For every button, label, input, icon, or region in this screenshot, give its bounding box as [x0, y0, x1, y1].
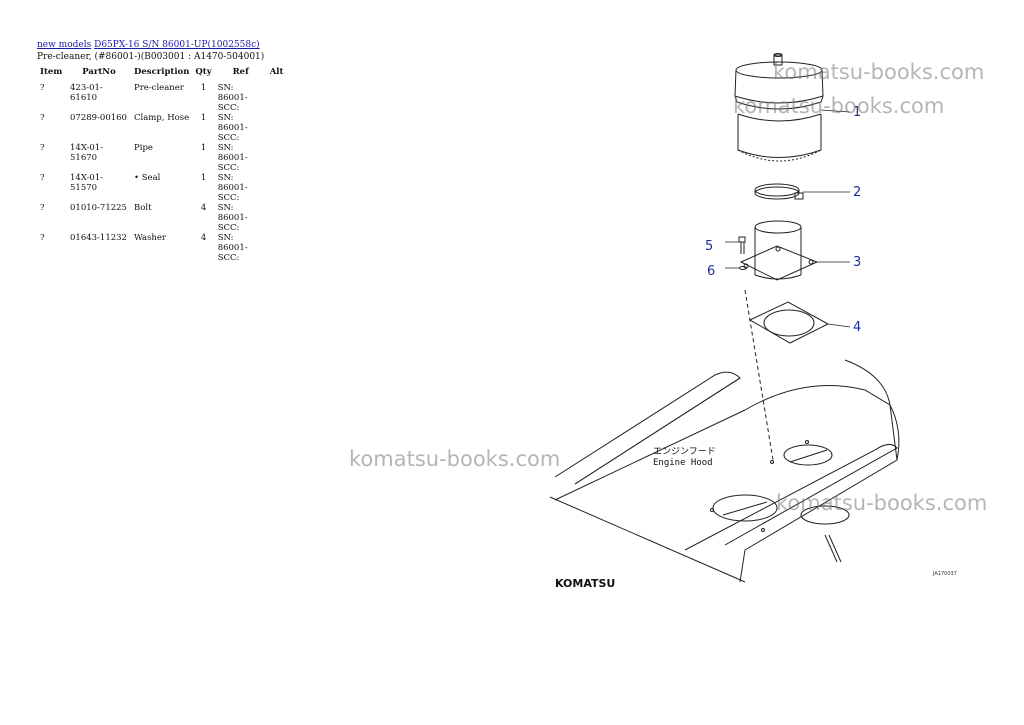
cell-ref: SN: 86001-SCC:	[215, 173, 267, 203]
cell-partno: 01643-11232	[70, 233, 127, 243]
callout-5: 5	[705, 239, 713, 254]
callout-1: 1	[853, 105, 861, 120]
engine-hood-illustration	[549, 359, 900, 583]
cell-ref: SN: 86001-SCC:	[215, 143, 267, 173]
table-row: ? 423-01-61610 Pre-cleaner 1 SN: 86001-S…	[37, 83, 286, 113]
table-row: ? 14X-01-51670 Pipe 1 SN: 86001-SCC:	[37, 143, 286, 173]
watermark: komatsu-books.com	[733, 94, 945, 118]
cell-alt	[267, 233, 287, 263]
watermark: komatsu-books.com	[776, 491, 988, 515]
ref-sn: SN: 86001-	[217, 143, 248, 163]
cell-item: ?	[40, 83, 45, 93]
cell-partno: 14X-01-51670	[70, 143, 104, 163]
ref-scc: SCC:	[217, 253, 240, 263]
cell-qty: 1	[200, 143, 207, 153]
ref-scc: SCC:	[217, 133, 240, 143]
breadcrumb-link-new-models[interactable]: new models	[37, 40, 92, 50]
cell-alt	[267, 83, 287, 113]
page-subtitle: Pre-cleaner, (#86001-)(B003001 : A1470-5…	[37, 52, 265, 62]
callout-3: 3	[853, 255, 861, 270]
cell-alt	[267, 113, 287, 143]
col-qty: Qty	[195, 67, 212, 77]
cell-qty: 1	[200, 83, 207, 93]
cell-partno: 14X-01-51570	[70, 173, 104, 193]
table-row: ? 14X-01-51570 • Seal 1 SN: 86001-SCC:	[37, 173, 286, 203]
clamp-illustration	[754, 183, 804, 200]
cell-ref: SN: 86001-SCC:	[215, 83, 267, 113]
breadcrumb: new models D65PX-16 S/N 86001-UP(1002558…	[37, 40, 260, 50]
table-row: ? 01010-71225 Bolt 4 SN: 86001-SCC:	[37, 203, 286, 233]
col-description: Description	[134, 67, 190, 77]
cell-description: Pipe	[134, 143, 153, 153]
breadcrumb-link-model[interactable]: D65PX-16 S/N 86001-UP(1002558c)	[94, 40, 260, 50]
ref-sn: SN: 86001-	[217, 233, 248, 253]
cell-item: ?	[40, 143, 45, 153]
ref-scc: SCC:	[217, 163, 240, 173]
pre-cleaner-illustration	[734, 53, 824, 162]
watermark: komatsu-books.com	[773, 60, 985, 84]
cell-description: Clamp, Hose	[134, 113, 190, 123]
cell-ref: SN: 86001-SCC:	[215, 113, 267, 143]
cell-description: Bolt	[134, 203, 152, 213]
cell-description: Washer	[134, 233, 166, 243]
callout-6: 6	[707, 264, 715, 279]
cell-partno: 423-01-61610	[70, 83, 103, 103]
table-row: ? 01643-11232 Washer 4 SN: 86001-SCC:	[37, 233, 286, 263]
cell-description: Pre-cleaner	[134, 83, 184, 93]
cell-qty: 4	[200, 233, 207, 243]
callout-2: 2	[853, 185, 861, 200]
watermark: komatsu-books.com	[349, 447, 561, 471]
cell-partno: 07289-00160	[70, 113, 127, 123]
ref-sn: SN: 86001-	[217, 113, 248, 133]
parts-diagram: 1 2 3 4 5 6 エンジンフード Engine Hood KOMATSU …	[549, 53, 957, 590]
callout-4: 4	[853, 320, 861, 335]
cell-description: • Seal	[134, 173, 161, 183]
cell-item: ?	[40, 173, 45, 183]
ref-scc: SCC:	[217, 193, 240, 203]
col-ref: Ref	[232, 67, 249, 77]
ref-scc: SCC:	[217, 103, 240, 113]
cell-qty: 4	[200, 203, 207, 213]
parts-table: Item PartNo Description Qty Ref Alt ? 42…	[37, 66, 286, 263]
cell-alt	[267, 203, 287, 233]
komatsu-logo: KOMATSU	[555, 577, 615, 590]
seal-illustration	[748, 301, 830, 344]
ref-scc: SCC:	[217, 223, 240, 233]
cell-ref: SN: 86001-SCC:	[215, 203, 267, 233]
ref-sn: SN: 86001-	[217, 203, 248, 223]
cell-qty: 1	[200, 173, 207, 183]
col-item: Item	[40, 67, 63, 77]
diagram-code: JA170037	[932, 571, 957, 577]
col-partno: PartNo	[82, 67, 116, 77]
cell-ref: SN: 86001-SCC:	[215, 233, 267, 263]
cell-item: ?	[40, 203, 45, 213]
ref-sn: SN: 86001-	[217, 173, 248, 193]
bolt-illustration	[738, 236, 747, 270]
table-row: ? 07289-00160 Clamp, Hose 1 SN: 86001-SC…	[37, 113, 286, 143]
cell-item: ?	[40, 233, 45, 243]
cell-item: ?	[40, 113, 45, 123]
cell-alt	[267, 173, 287, 203]
col-alt: Alt	[269, 67, 284, 77]
engine-hood-label-en: Engine Hood	[653, 458, 713, 468]
cell-alt	[267, 143, 287, 173]
pipe-illustration	[739, 220, 819, 281]
table-header-row: Item PartNo Description Qty Ref Alt	[37, 66, 286, 83]
ref-sn: SN: 86001-	[217, 83, 248, 103]
cell-qty: 1	[200, 113, 207, 123]
engine-hood-label-jp: エンジンフード	[653, 447, 716, 457]
cell-partno: 01010-71225	[70, 203, 127, 213]
